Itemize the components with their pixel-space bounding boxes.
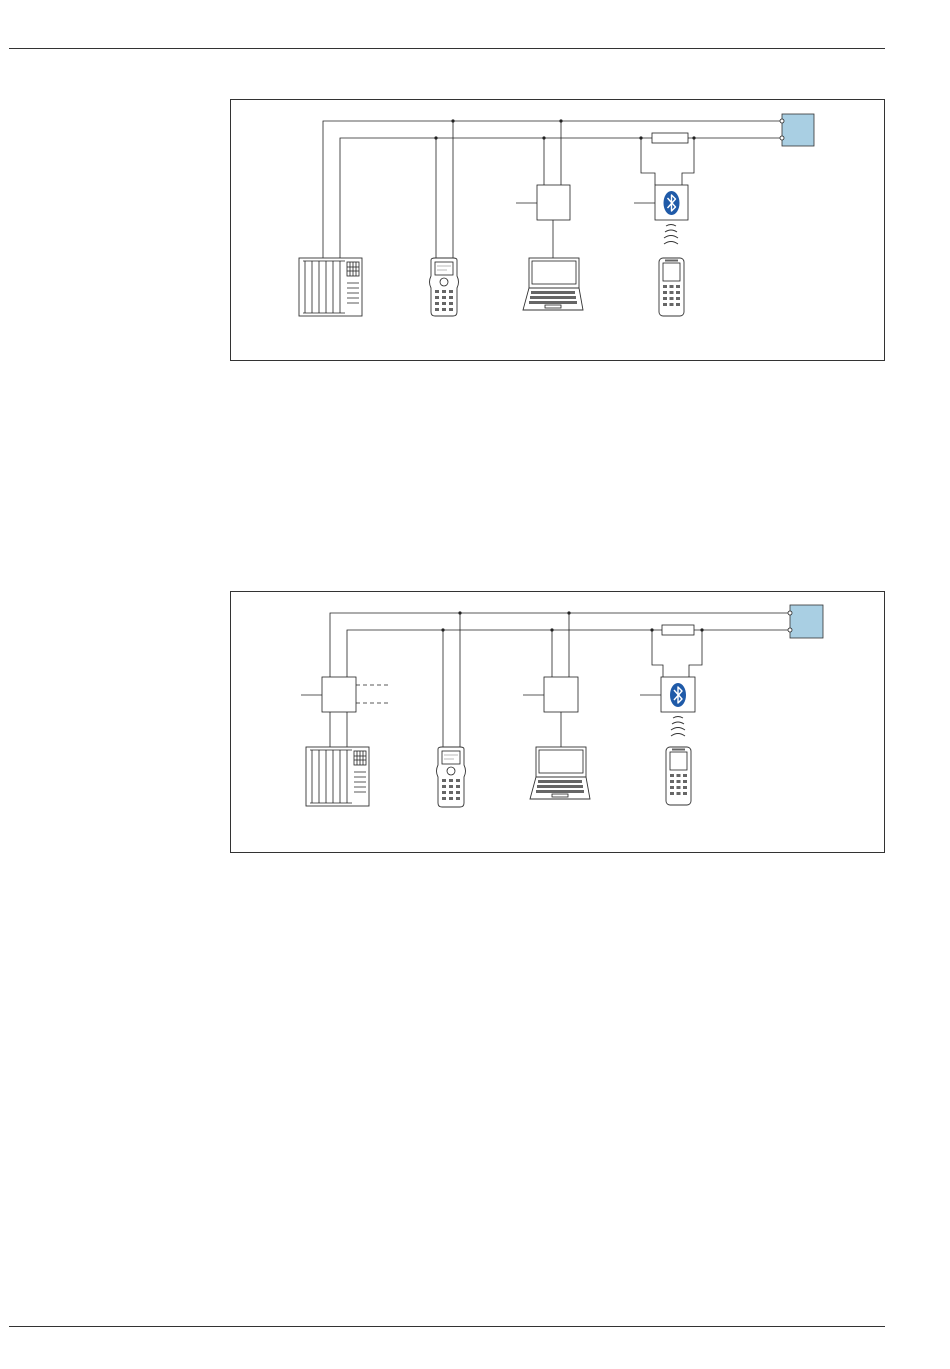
resistor	[662, 625, 694, 635]
bluetooth-modem	[634, 185, 688, 220]
footer-rule	[9, 1326, 885, 1327]
bluetooth-modem	[640, 677, 695, 712]
smartphone	[666, 747, 691, 805]
resistor	[652, 133, 688, 143]
control-system	[299, 258, 362, 316]
wireless-signal-icon	[671, 717, 685, 737]
field-device	[790, 605, 823, 638]
handheld-terminal	[437, 747, 466, 807]
commubox	[516, 185, 570, 220]
field-device	[782, 114, 814, 146]
handheld-terminal	[430, 258, 459, 316]
header-rule	[9, 48, 885, 49]
computer	[530, 747, 590, 799]
commubox	[523, 677, 578, 712]
figure-network-diagram-2	[230, 591, 885, 853]
isolator	[301, 677, 356, 712]
smartphone	[659, 258, 684, 316]
computer	[523, 258, 583, 310]
bus-line-upper	[330, 613, 790, 677]
figure-network-diagram-1	[230, 99, 885, 361]
bus-line-lower	[347, 630, 790, 677]
dashed-output-lines	[356, 685, 389, 703]
control-system	[306, 747, 369, 806]
wireless-signal-icon	[664, 225, 678, 245]
bluetooth-icon	[664, 191, 680, 215]
bluetooth-icon	[670, 683, 686, 707]
